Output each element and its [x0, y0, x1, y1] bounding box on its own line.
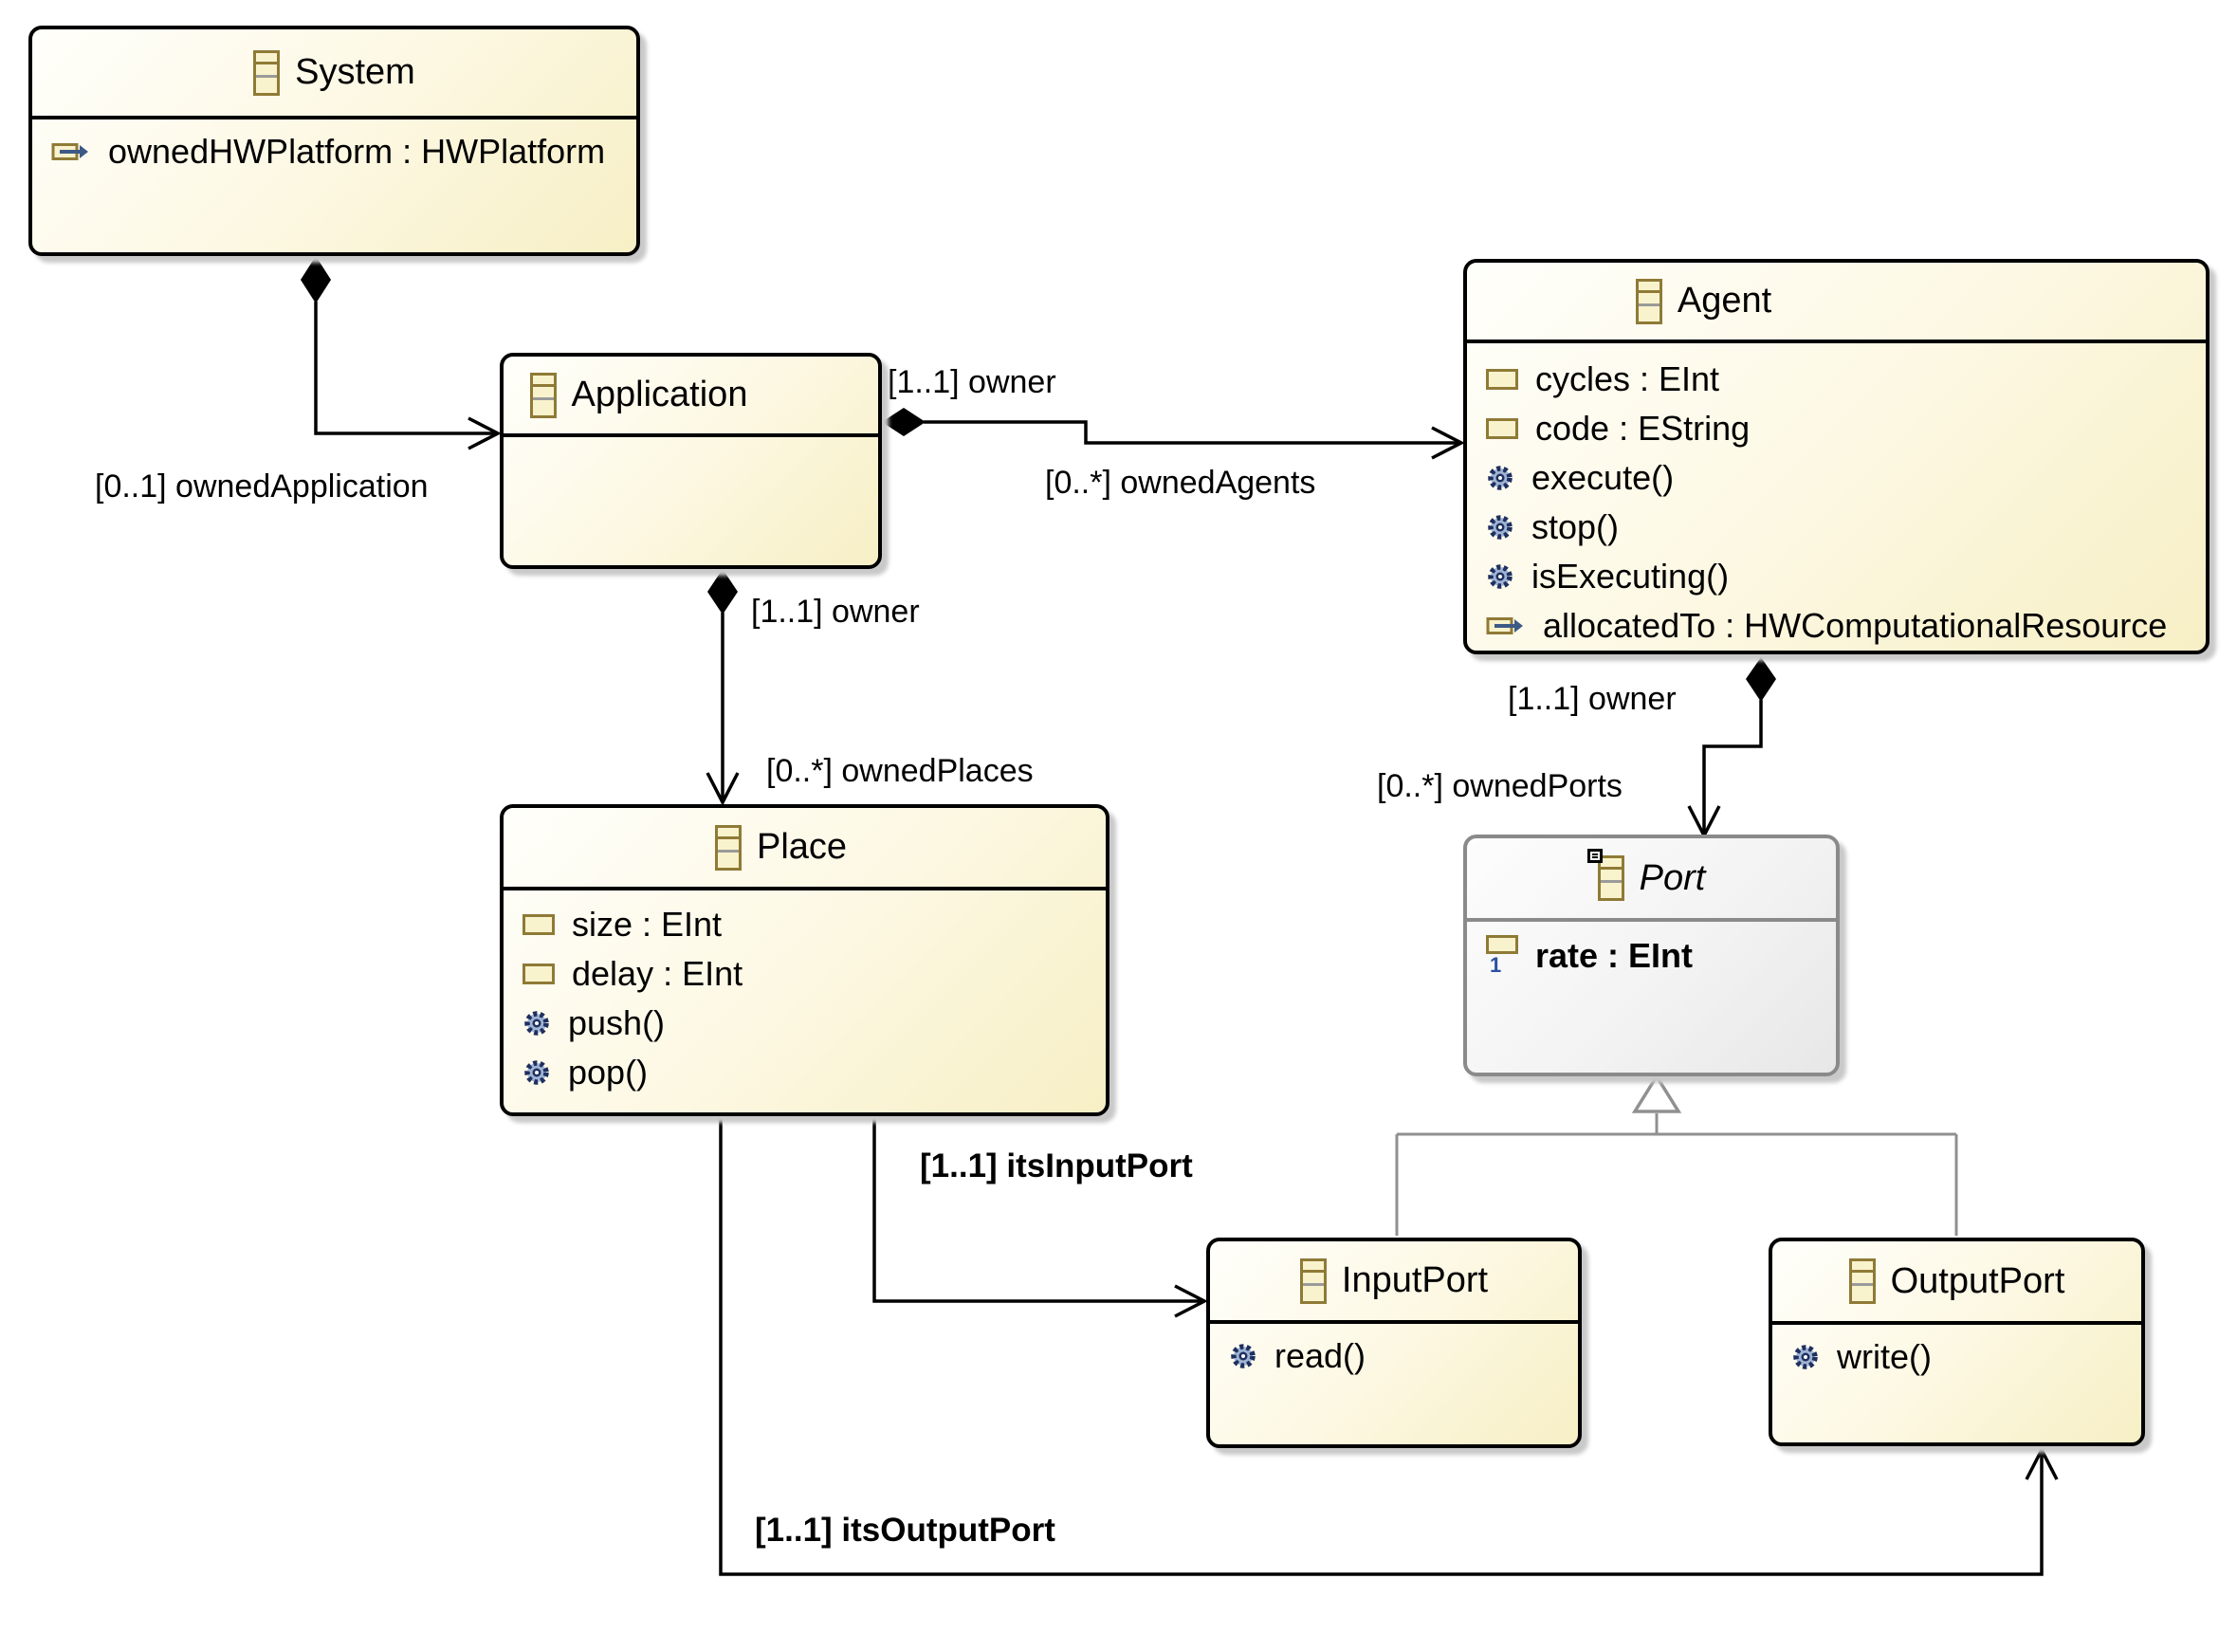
operation-gear-icon	[1488, 466, 1513, 490]
member-read[interactable]: read()	[1210, 1331, 1578, 1381]
class-title: OutputPort	[1890, 1260, 2065, 1301]
label-owner-ports[interactable]: [1..1] owner	[1508, 681, 1677, 717]
member-label: size : EInt	[572, 905, 723, 944]
member-label: write()	[1837, 1337, 1932, 1376]
class-title: Place	[756, 827, 848, 867]
member-cycles[interactable]: cycles : EInt	[1467, 355, 2206, 404]
class-agent[interactable]: Agent cycles : EInt code : EString execu…	[1463, 259, 2209, 654]
edge-place-itsinputport[interactable]	[872, 1118, 1208, 1318]
class-icon	[714, 824, 742, 871]
inheritance-triangle-icon	[1631, 1073, 1682, 1113]
edge-system-ownedapplication[interactable]	[301, 256, 502, 450]
class-outputport[interactable]: OutputPort write()	[1769, 1238, 2145, 1446]
attribute-icon	[523, 914, 555, 935]
member-write[interactable]: write()	[1772, 1332, 2141, 1382]
label-owned-ports[interactable]: [0..*] ownedPorts	[1377, 768, 1623, 804]
abstract-decorator-icon	[1586, 849, 1603, 863]
member-label: stop()	[1531, 507, 1620, 546]
class-application-header: Application	[504, 357, 878, 437]
open-arrow-icon	[2025, 1446, 2059, 1480]
member-size[interactable]: size : EInt	[504, 900, 1106, 949]
edge-inheritance-port[interactable]	[1395, 1073, 1958, 1236]
edge-application-ownedagents[interactable]	[882, 408, 1465, 460]
class-outputport-header: OutputPort	[1772, 1241, 2141, 1325]
operation-gear-icon	[1488, 564, 1513, 589]
member-label: execute()	[1531, 458, 1675, 497]
member-execute[interactable]: execute()	[1467, 453, 2206, 503]
label-its-output-port[interactable]: [1..1] itsOutputPort	[755, 1512, 1055, 1549]
class-place[interactable]: Place size : EInt delay : EInt push()	[500, 804, 1109, 1116]
member-stop[interactable]: stop()	[1467, 503, 2206, 552]
lower-bound-label: 1	[1490, 953, 1502, 977]
composition-diamond-icon	[707, 569, 738, 615]
member-label: isExecuting()	[1531, 557, 1730, 596]
label-owned-agents[interactable]: [0..*] ownedAgents	[1045, 465, 1316, 501]
class-icon	[1299, 1257, 1327, 1304]
label-its-input-port[interactable]: [1..1] itsInputPort	[920, 1147, 1193, 1184]
class-icon	[529, 372, 557, 418]
class-title: Agent	[1677, 281, 1772, 321]
member-push[interactable]: push()	[504, 999, 1106, 1048]
class-system[interactable]: System ownedHWPlatform : HWPlatform	[28, 26, 640, 256]
member-delay[interactable]: delay : EInt	[504, 949, 1106, 999]
class-title: System	[295, 52, 415, 92]
reference-icon	[51, 143, 88, 160]
class-icon	[1848, 1258, 1876, 1304]
class-inputport-header: InputPort	[1210, 1241, 1578, 1324]
class-icon	[253, 49, 281, 96]
label-owned-places[interactable]: [0..*] ownedPlaces	[766, 753, 1034, 789]
member-isexecuting[interactable]: isExecuting()	[1467, 552, 2206, 601]
member-rate[interactable]: 1 rate : EInt	[1467, 928, 1836, 983]
class-place-header: Place	[504, 808, 1106, 890]
class-application[interactable]: Application	[500, 353, 882, 569]
abstract-class-icon	[1586, 849, 1624, 901]
attribute-icon	[1486, 418, 1518, 439]
class-title: Application	[571, 375, 748, 414]
attribute-bounded-icon: 1	[1486, 935, 1518, 977]
class-inputport[interactable]: InputPort read()	[1206, 1238, 1582, 1448]
composition-diamond-icon	[301, 256, 331, 303]
class-title: Port	[1639, 857, 1706, 898]
attribute-icon	[523, 964, 555, 984]
composition-diamond-icon	[1746, 657, 1776, 702]
edge-application-ownedplaces[interactable]	[706, 569, 740, 806]
edge-agent-ownedports[interactable]	[1687, 657, 1776, 839]
operation-gear-icon	[1231, 1344, 1256, 1368]
member-pop[interactable]: pop()	[504, 1048, 1106, 1097]
open-arrow-icon	[1431, 426, 1465, 460]
member-ownedhwplatform[interactable]: ownedHWPlatform : HWPlatform	[32, 127, 636, 176]
operation-gear-icon	[1488, 515, 1513, 540]
operation-gear-icon	[524, 1060, 549, 1085]
class-agent-header: Agent	[1467, 263, 2206, 343]
composition-diamond-icon	[882, 408, 926, 436]
member-label: cycles : EInt	[1535, 359, 1720, 398]
open-arrow-icon	[706, 772, 740, 806]
member-label: pop()	[568, 1053, 649, 1092]
reference-icon	[1486, 617, 1523, 634]
member-label: code : EString	[1535, 409, 1751, 448]
member-label: read()	[1274, 1336, 1366, 1375]
class-title: InputPort	[1341, 1260, 1489, 1300]
open-arrow-icon	[1174, 1284, 1208, 1318]
member-label: delay : EInt	[572, 954, 743, 993]
attribute-icon	[1486, 369, 1518, 390]
operation-gear-icon	[524, 1011, 549, 1036]
member-code[interactable]: code : EString	[1467, 404, 2206, 453]
label-owned-application[interactable]: [0..1] ownedApplication	[95, 468, 429, 505]
operation-gear-icon	[1793, 1345, 1818, 1369]
member-label: ownedHWPlatform : HWPlatform	[108, 132, 606, 171]
label-owner-places[interactable]: [1..1] owner	[751, 594, 920, 630]
label-owner-agents[interactable]: [1..1] owner	[888, 364, 1056, 400]
member-allocatedto[interactable]: allocatedTo : HWComputationalResource	[1467, 601, 2206, 651]
member-label: rate : EInt	[1535, 936, 1694, 975]
class-system-header: System	[32, 29, 636, 119]
edge-place-itsoutputport[interactable]	[719, 1118, 2059, 1576]
class-port[interactable]: Port 1 rate : EInt	[1463, 835, 1840, 1076]
member-label: allocatedTo : HWComputationalResource	[1543, 606, 2168, 645]
member-label: push()	[568, 1003, 666, 1042]
open-arrow-icon	[468, 416, 502, 450]
class-icon	[1635, 278, 1662, 324]
class-port-header: Port	[1467, 838, 1836, 922]
